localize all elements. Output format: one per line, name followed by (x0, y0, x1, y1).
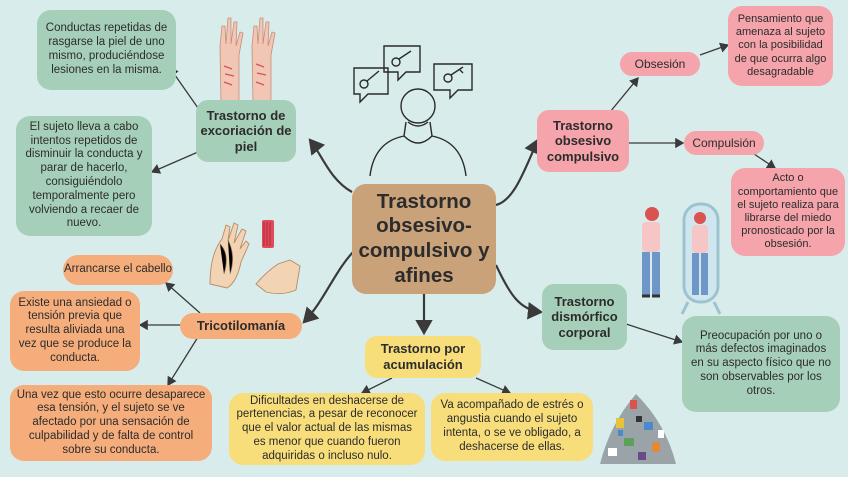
compulsion-desc-text: Acto o comportamiento que el sujeto real… (737, 172, 839, 251)
compulsion-label: Compulsión (692, 135, 756, 150)
arrow-toc-obsesion (609, 76, 639, 113)
toc-node: Trastorno obsesivo compulsivo (537, 110, 629, 172)
arrow-trico-arrancarse (165, 282, 201, 314)
dismorfico-desc-text: Preocupación por uno o más defectos imag… (690, 329, 831, 397)
acumulacion-desc-2-text: Va acompañado de estrés o angustia cuand… (440, 399, 584, 453)
arrancarse-text: Arrancarse el cabello (63, 263, 173, 276)
tricotilomania-desc-2-text: Una vez que esto ocurre desaparece esa t… (16, 388, 206, 456)
arrow-to-toc (495, 138, 541, 207)
dismorfico-title: Trastorno dismórfico corporal (551, 293, 618, 340)
tricotilomania-desc-1: Existe una ansiedad o tensión previa que… (10, 291, 140, 371)
toc-title: Trastorno obsesivo compulsivo (546, 117, 620, 164)
tricotilomania-desc-1-text: Existe una ansiedad o tensión previa que… (18, 296, 132, 364)
scratched-arms-icon (219, 17, 276, 100)
arrow-to-tricotilomania (302, 249, 356, 324)
arrow-to-excoriacion (308, 138, 353, 193)
woman-mirror-icon (642, 202, 722, 315)
tricotilomania-desc-2: Una vez que esto ocurre desaparece esa t… (10, 385, 212, 461)
obsesion-label: Obsesión (634, 56, 686, 71)
trash-pile-icon (600, 394, 676, 464)
arrow-acu-desc2 (475, 377, 512, 395)
acumulacion-title: Trastorno por acumulación (380, 341, 466, 372)
arrow-trico-desc2 (167, 336, 199, 387)
excoriacion-desc-1-text: Conductas repetidas de rasgarse la piel … (45, 22, 168, 76)
tricotilomania-title: Tricotilomanía (196, 318, 286, 334)
arrow-acu-desc1 (360, 377, 393, 395)
thinking-person-icon (353, 45, 473, 177)
arrow-obsesion-desc (699, 42, 730, 56)
central-topic: Trastorno obsesivo-compulsivo y afines (352, 184, 496, 294)
tricotilomania-node: Tricotilomanía (180, 313, 302, 339)
central-topic-text: Trastorno obsesivo-compulsivo y afines (358, 189, 490, 287)
obsesion-desc-text: Pensamiento que amenaza al sujeto con la… (734, 13, 827, 78)
excoriacion-node: Trastorno de excoriación de piel (196, 100, 296, 162)
acumulacion-node: Trastorno por acumulación (365, 336, 481, 378)
excoriacion-desc-2: El sujeto lleva a cabo intentos repetido… (16, 116, 152, 236)
compulsion-pill: Compulsión (684, 131, 764, 155)
dismorfico-desc: Preocupación por uno o más defectos imag… (682, 316, 840, 412)
acumulacion-desc-1: Dificultades en deshacerse de pertenenci… (229, 393, 425, 465)
obsesion-pill: Obsesión (620, 52, 700, 76)
excoriacion-desc-2-text: El sujeto lleva a cabo intentos repetido… (25, 120, 143, 230)
excoriacion-desc-1: Conductas repetidas de rasgarse la piel … (37, 10, 176, 90)
compulsion-desc: Acto o comportamiento que el sujeto real… (731, 168, 845, 256)
arrow-dism-desc (625, 323, 684, 345)
obsesion-desc: Pensamiento que amenaza al sujeto con la… (728, 6, 833, 86)
acumulacion-desc-1-text: Dificultades en deshacerse de pertenenci… (236, 394, 418, 462)
hands-hair-comb-icon (209, 220, 301, 295)
arrancarse-pill: Arrancarse el cabello (63, 255, 173, 285)
arrow-to-dismorfico (495, 264, 544, 320)
dismorfico-node: Trastorno dismórfico corporal (542, 284, 627, 350)
arrow-exc-desc2 (150, 151, 199, 174)
excoriacion-title: Trastorno de excoriación de piel (200, 107, 292, 154)
acumulacion-desc-2: Va acompañado de estrés o angustia cuand… (431, 393, 593, 461)
